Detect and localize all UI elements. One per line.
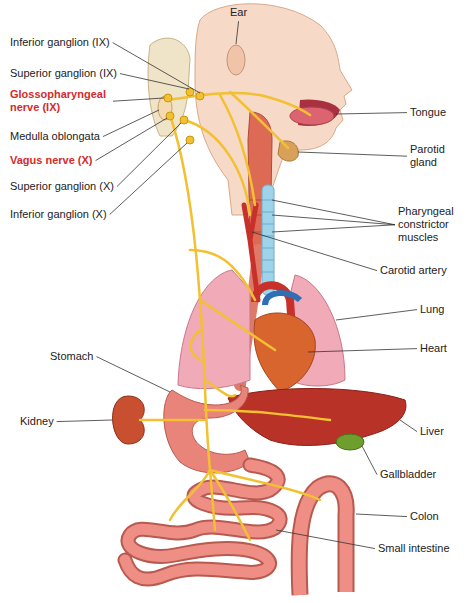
heart (254, 313, 315, 392)
leader-line (103, 110, 159, 137)
liver (228, 388, 406, 445)
leader-line (298, 152, 407, 156)
part-label: Ear (230, 6, 247, 19)
nerves (140, 92, 330, 540)
leader-line (276, 530, 375, 549)
gallbladder (336, 434, 364, 450)
leader-line (110, 143, 187, 215)
part-label: Stomach (50, 350, 93, 363)
part-label: Vagus nerve (X) (10, 154, 93, 167)
leader-line (113, 98, 164, 101)
leader-line (113, 43, 200, 93)
part-label: Inferior ganglion (X) (10, 208, 107, 221)
leader-line (117, 123, 181, 187)
leader-line (272, 225, 395, 232)
part-label: Pharyngeal constrictor muscles (398, 205, 470, 245)
part-label: Colon (410, 510, 439, 523)
part-label: Liver (420, 425, 444, 438)
part-label: Medulla oblongata (10, 130, 100, 143)
part-label: Glossopharyngeal nerve (IX) (10, 88, 110, 114)
leader-line (236, 21, 239, 44)
leader-line (362, 446, 377, 475)
ear (227, 45, 245, 75)
leader-line (57, 420, 112, 422)
part-label: Gallbladder (380, 468, 436, 481)
tongue (290, 107, 334, 125)
part-label: Heart (420, 342, 447, 355)
part-label: Inferior ganglion (IX) (10, 36, 110, 49)
leader-line (336, 113, 407, 114)
head-profile (195, 4, 352, 215)
lung (178, 270, 250, 389)
trachea (262, 185, 274, 295)
ganglia (164, 88, 204, 144)
part-label: Carotid artery (380, 264, 447, 277)
part-label: Tongue (410, 106, 446, 119)
skull-bone (148, 38, 190, 136)
leader-line (336, 310, 417, 320)
part-label: Small intestine (378, 542, 450, 555)
colon (299, 484, 346, 595)
part-label: Lung (420, 303, 444, 316)
leader-line (252, 232, 377, 271)
leader-line (400, 420, 417, 432)
leader-line (308, 349, 417, 352)
leader-line (96, 357, 170, 392)
part-label: Superior ganglion (X) (10, 180, 114, 193)
leader-line (96, 118, 167, 161)
part-label: Superior ganglion (IX) (10, 67, 117, 80)
leader-line (272, 215, 395, 225)
leader-line (272, 200, 395, 225)
leader-line (120, 74, 189, 89)
parotid-gland (278, 141, 298, 161)
part-label: Kidney (20, 415, 54, 428)
part-label: Parotid gland (410, 143, 460, 169)
leader-line (356, 514, 407, 517)
